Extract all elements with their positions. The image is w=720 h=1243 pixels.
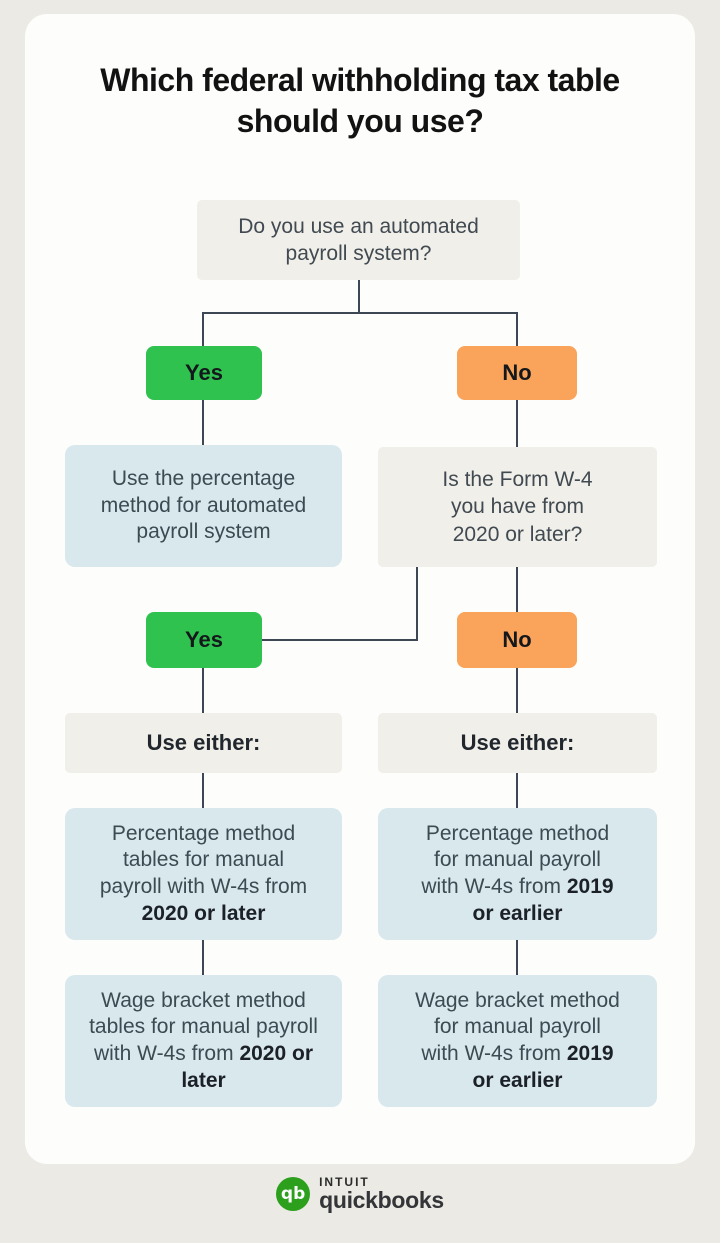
node-percentage-manual-2019: Percentage method for manual payroll wit…	[378, 808, 657, 940]
qb-mark-letters: qb	[280, 1184, 306, 1204]
node-q-w4-year-label: Is the Form W-4 you have from 2020 or la…	[442, 468, 593, 546]
node-use-either-right: Use either:	[378, 713, 657, 773]
node-no-2: No	[457, 612, 577, 668]
node-q-w4-year: Is the Form W-4 you have from 2020 or la…	[378, 447, 657, 567]
connector-line	[516, 567, 518, 612]
connector-line	[516, 773, 518, 808]
node-use-either-right-label: Use either:	[460, 730, 575, 755]
node-q-automated-payroll-label: Do you use an automated payroll system?	[238, 214, 479, 265]
connector-line	[516, 940, 518, 975]
page-title: Which federal withholding tax table shou…	[0, 60, 720, 142]
node-yes-1: Yes	[146, 346, 262, 400]
node-percentage-manual-2020-label: Percentage method tables for manual payr…	[99, 821, 308, 925]
node-yes-2: Yes	[146, 612, 262, 668]
connector-line	[202, 400, 204, 445]
quickbooks-wordmark: quickbooks	[319, 1187, 444, 1213]
connector-line	[202, 773, 204, 808]
node-q-automated-payroll: Do you use an automated payroll system?	[197, 200, 520, 280]
connector-line	[202, 312, 204, 346]
node-yes-1-label: Yes	[185, 360, 223, 385]
node-wage-bracket-2020-label: Wage bracket method tables for manual pa…	[89, 988, 318, 1092]
connector-line	[358, 280, 360, 314]
node-result-automated: Use the percentage method for automated …	[65, 445, 342, 567]
connector-line	[516, 400, 518, 447]
brand-wordmark: INTUIT quickbooks	[319, 1176, 444, 1212]
node-no-1: No	[457, 346, 577, 400]
node-no-2-label: No	[502, 627, 532, 652]
quickbooks-qb-icon: qb	[276, 1177, 311, 1211]
connector-line	[202, 940, 204, 975]
node-percentage-manual-2019-label: Percentage method for manual payroll wit…	[421, 821, 614, 925]
connector-line	[202, 312, 518, 314]
connector-line	[516, 668, 518, 713]
node-no-1-label: No	[502, 360, 532, 385]
connector-line	[262, 639, 418, 641]
node-use-either-left-label: Use either:	[146, 730, 261, 755]
node-percentage-manual-2020: Percentage method tables for manual payr…	[65, 808, 342, 940]
node-use-either-left: Use either:	[65, 713, 342, 773]
node-wage-bracket-2019-label: Wage bracket method for manual payroll w…	[415, 988, 620, 1092]
connector-line	[516, 312, 518, 346]
connector-line	[202, 668, 204, 713]
connector-line	[416, 567, 418, 641]
node-wage-bracket-2020: Wage bracket method tables for manual pa…	[65, 975, 342, 1107]
page-title-text: Which federal withholding tax table shou…	[100, 62, 620, 139]
node-yes-2-label: Yes	[185, 627, 223, 652]
node-result-automated-label: Use the percentage method for automated …	[100, 467, 307, 544]
intuit-wordmark: INTUIT	[319, 1175, 370, 1189]
quickbooks-logo: qb INTUIT quickbooks	[0, 1176, 720, 1212]
node-wage-bracket-2019: Wage bracket method for manual payroll w…	[378, 975, 657, 1107]
